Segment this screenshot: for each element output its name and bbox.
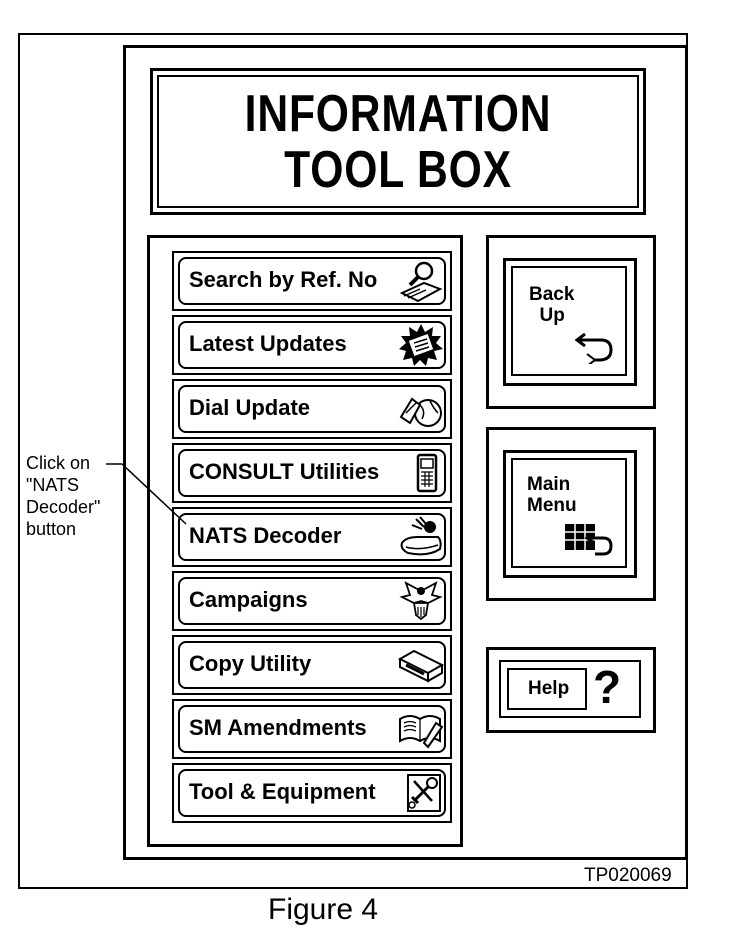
title-box [150,68,646,215]
sm-amendments-button[interactable]: SM Amendments [172,699,452,759]
open-book-icon [399,715,444,749]
menu-item-label: Search by Ref. No [189,267,378,292]
menu-panel [147,235,463,847]
help-frame [499,660,641,718]
main-menu-inner-frame [511,458,627,568]
back-up-button[interactable]: Back Up [486,235,656,409]
menu-grid-return-icon [565,524,613,556]
menu-item-label: NATS Decoder [189,523,342,548]
callout-text: Click on "NATS Decoder" button [26,453,101,539]
copy-utility-button[interactable]: Copy Utility [172,635,452,695]
menu-item-label: Tool & Equipment [189,779,376,804]
consult-utilities-button[interactable]: CONSULT Utilities [172,443,452,503]
key-decoder-icon [400,516,442,556]
help-label-box [507,668,587,710]
campaigns-button[interactable]: Campaigns [172,571,452,631]
news-burst-icon [399,324,443,366]
question-mark-icon: ? [593,661,622,713]
menu-item-label: Dial Update [189,395,311,420]
main-menu-frame [503,450,637,578]
back-up-inner-frame [511,266,627,376]
return-arrow-icon [575,332,613,364]
menu-item-label: SM Amendments [189,715,367,740]
disk-drive-icon [398,649,444,683]
main-menu-button[interactable]: Main Menu [486,427,656,601]
figure-id: TP020069 [584,865,672,886]
globe-satellite-icon [399,397,442,427]
title-line-1: INFORMATION [244,85,552,143]
search-by-ref-button[interactable]: Search by Ref. No [172,251,452,311]
menu-item-label: Copy Utility [189,651,312,676]
tool-equipment-button[interactable]: Tool & Equipment [172,763,452,823]
main-menu-label: Main Menu [527,474,577,516]
eagle-emblem-icon [399,581,443,621]
latest-updates-button[interactable]: Latest Updates [172,315,452,375]
nats-decoder-button[interactable]: NATS Decoder [172,507,452,567]
back-up-frame [503,258,637,386]
menu-item-label: Latest Updates [189,331,347,356]
tools-icon [407,774,441,812]
help-label: Help [528,678,570,699]
help-button[interactable]: Help ? [486,647,656,733]
menu-item-label: Campaigns [189,587,308,612]
back-up-label: Back Up [529,284,575,326]
handheld-device-icon [416,453,438,493]
page-title: INFORMATION TOOL BOX [195,86,602,198]
figure-caption: Figure 4 [268,893,379,926]
menu-item-label: CONSULT Utilities [189,459,380,484]
dial-update-button[interactable]: Dial Update [172,379,452,439]
magnifier-book-icon [399,261,443,303]
title-line-2: TOOL BOX [284,141,512,199]
callout-leader-line [106,463,187,525]
